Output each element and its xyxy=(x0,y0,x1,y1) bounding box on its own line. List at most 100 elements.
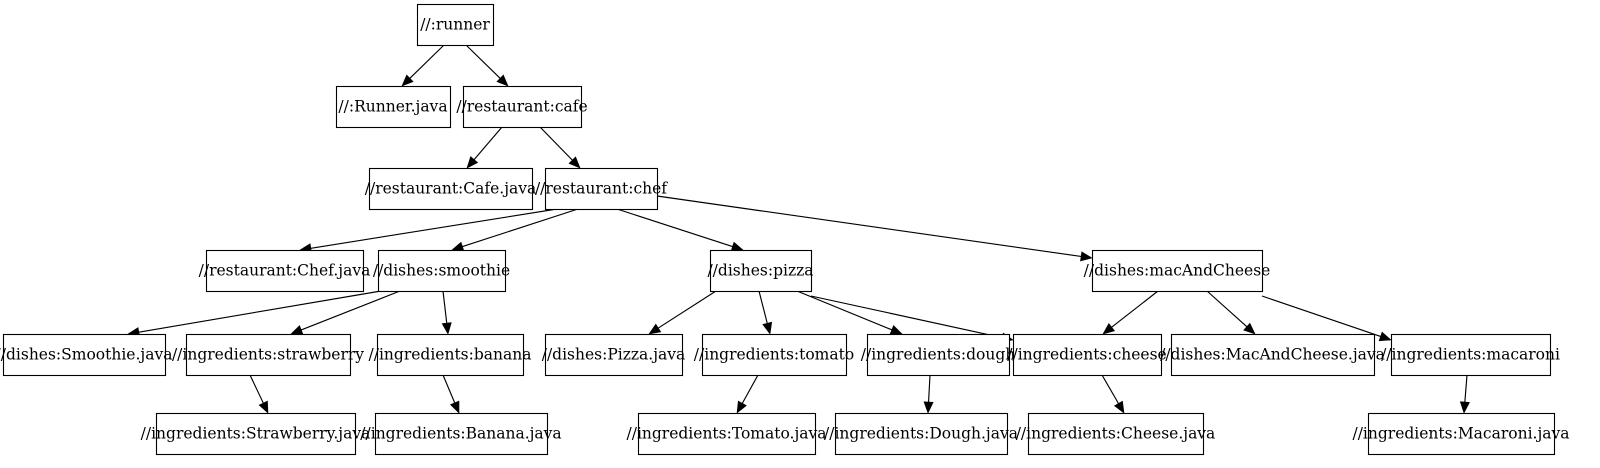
edge-line xyxy=(465,44,501,79)
node-box[interactable] xyxy=(335,85,452,129)
node-label: //ingredients:Tomato.java xyxy=(627,425,827,443)
node-macaroni_java[interactable]: //ingredients:Macaroni.java xyxy=(1352,412,1570,456)
edge-dishes_pizza-to-ing_tomato xyxy=(758,290,773,335)
node-label: //dishes:Pizza.java xyxy=(542,346,686,364)
node-box[interactable] xyxy=(416,3,495,47)
edge-dishes_mac-to-ing_macaroni xyxy=(1261,295,1392,342)
node-label: //restaurant:Chef.java xyxy=(199,262,371,280)
arrowhead-icon xyxy=(496,74,509,87)
node-dough_java[interactable]: //ingredients:Dough.java xyxy=(824,412,1018,456)
node-box[interactable] xyxy=(709,249,813,293)
node-box[interactable] xyxy=(637,412,817,456)
edge-line xyxy=(462,208,579,248)
node-restaurant_cafe[interactable]: //restaurant:cafe xyxy=(456,85,588,129)
edge-line xyxy=(796,290,893,331)
edge-line xyxy=(138,290,382,333)
node-chef_java[interactable]: //restaurant:Chef.java xyxy=(199,249,371,293)
node-runner_java[interactable]: //:Runner.java xyxy=(335,85,452,129)
node-box[interactable] xyxy=(376,333,525,377)
arrowhead-icon xyxy=(401,74,414,87)
node-box[interactable] xyxy=(834,412,1009,456)
node-smoothie_java[interactable]: //dishes:Smoothie.java xyxy=(0,333,172,377)
node-box[interactable] xyxy=(1091,249,1264,293)
node-pizza_java[interactable]: //dishes:Pizza.java xyxy=(542,333,686,377)
node-mac_java[interactable]: //dishes:MacAndCheese.java xyxy=(1160,333,1385,377)
node-ing_tomato[interactable]: //ingredients:tomato xyxy=(694,333,854,377)
node-ing_banana[interactable]: //ingredients:banana xyxy=(369,333,532,377)
node-ing_cheese[interactable]: //ingredients:cheese xyxy=(1007,333,1167,377)
node-label: //:Runner.java xyxy=(338,98,447,116)
arrowhead-icon xyxy=(568,156,581,169)
edge-ing_macaroni-to-macaroni_java xyxy=(1459,374,1470,414)
edge-line xyxy=(656,195,1082,258)
arrowhead-icon xyxy=(441,322,452,335)
node-box[interactable] xyxy=(701,333,848,377)
arrowhead-icon xyxy=(648,323,662,335)
node-dishes_pizza[interactable]: //dishes:pizza xyxy=(707,249,814,293)
node-label: //ingredients:Cheese.java xyxy=(1016,425,1216,443)
node-box[interactable] xyxy=(1390,333,1552,377)
node-dishes_smoothie[interactable]: //dishes:smoothie xyxy=(373,249,510,293)
node-label: //ingredients:Banana.java xyxy=(360,425,561,443)
edge-line xyxy=(810,295,1003,339)
node-ing_macaroni[interactable]: //ingredients:macaroni xyxy=(1381,333,1560,377)
node-box[interactable] xyxy=(368,167,534,211)
edge-line xyxy=(1464,374,1468,403)
edge-restaurant_chef-to-chef_java xyxy=(299,208,558,254)
node-label: //ingredients:macaroni xyxy=(1381,346,1560,364)
node-box[interactable] xyxy=(155,412,357,456)
arrowhead-icon xyxy=(736,400,747,414)
node-box[interactable] xyxy=(1012,333,1163,377)
node-label: //dishes:macAndCheese xyxy=(1084,262,1271,280)
edge-restaurant_chef-to-dishes_pizza xyxy=(616,208,744,252)
node-ing_dough[interactable]: //ingredients:dough xyxy=(861,333,1015,377)
edge-restaurant_cafe-to-cafe_java xyxy=(466,126,503,169)
node-box[interactable] xyxy=(205,249,365,293)
node-box[interactable] xyxy=(185,333,352,377)
node-label: //ingredients:banana xyxy=(369,346,532,364)
node-label: //ingredients:Macaroni.java xyxy=(1352,425,1569,443)
node-tomato_java[interactable]: //ingredients:Tomato.java xyxy=(627,412,827,456)
node-banana_java[interactable]: //ingredients:Banana.java xyxy=(360,412,562,456)
nodes-layer: //:runner //:Runner.java //restaurant:cafe… xyxy=(0,3,1570,456)
node-strawberry_java[interactable]: //ingredients:Strawberry.java xyxy=(141,412,371,456)
node-label: //dishes:Smoothie.java xyxy=(0,346,172,364)
arrowhead-icon xyxy=(1102,323,1116,335)
node-box[interactable] xyxy=(544,167,659,211)
edge-line xyxy=(409,44,445,79)
edge-line xyxy=(758,290,768,324)
node-runner[interactable]: //:runner xyxy=(416,3,495,47)
node-box[interactable] xyxy=(544,333,684,377)
node-label: //:runner xyxy=(420,16,490,34)
edge-runner-to-restaurant_cafe xyxy=(465,44,509,87)
node-label: //ingredients:strawberry xyxy=(172,346,364,364)
arrowhead-icon xyxy=(449,400,460,414)
node-box[interactable] xyxy=(1367,412,1556,456)
node-box[interactable] xyxy=(462,85,583,129)
node-restaurant_chef[interactable]: //restaurant:chef xyxy=(535,167,668,211)
arrowhead-icon xyxy=(466,156,479,169)
node-cafe_java[interactable]: //restaurant:Cafe.java xyxy=(365,167,537,211)
node-label: //dishes:pizza xyxy=(707,262,813,280)
arrowhead-icon xyxy=(290,325,304,335)
edge-line xyxy=(616,208,733,248)
node-label: //dishes:smoothie xyxy=(373,262,510,280)
node-dishes_mac[interactable]: //dishes:macAndCheese xyxy=(1084,249,1271,293)
node-label: //restaurant:cafe xyxy=(456,98,587,116)
edge-ing_strawberry-to-strawberry_java xyxy=(249,374,269,414)
node-box[interactable] xyxy=(374,412,549,456)
edge-line xyxy=(539,126,573,161)
node-cheese_java[interactable]: //ingredients:Cheese.java xyxy=(1016,412,1216,456)
edge-ing_dough-to-dough_java xyxy=(923,374,934,414)
edge-dishes_mac-to-ing_cheese xyxy=(1102,290,1159,335)
node-box[interactable] xyxy=(1027,412,1205,456)
node-box[interactable] xyxy=(2,333,167,377)
edge-dishes_smoothie-to-ing_banana xyxy=(441,290,452,335)
edge-line xyxy=(473,126,503,161)
edge-line xyxy=(249,374,264,404)
node-box[interactable] xyxy=(1170,333,1376,377)
node-ing_strawberry[interactable]: //ingredients:strawberry xyxy=(172,333,364,377)
node-box[interactable] xyxy=(377,249,507,293)
node-box[interactable] xyxy=(866,333,1011,377)
